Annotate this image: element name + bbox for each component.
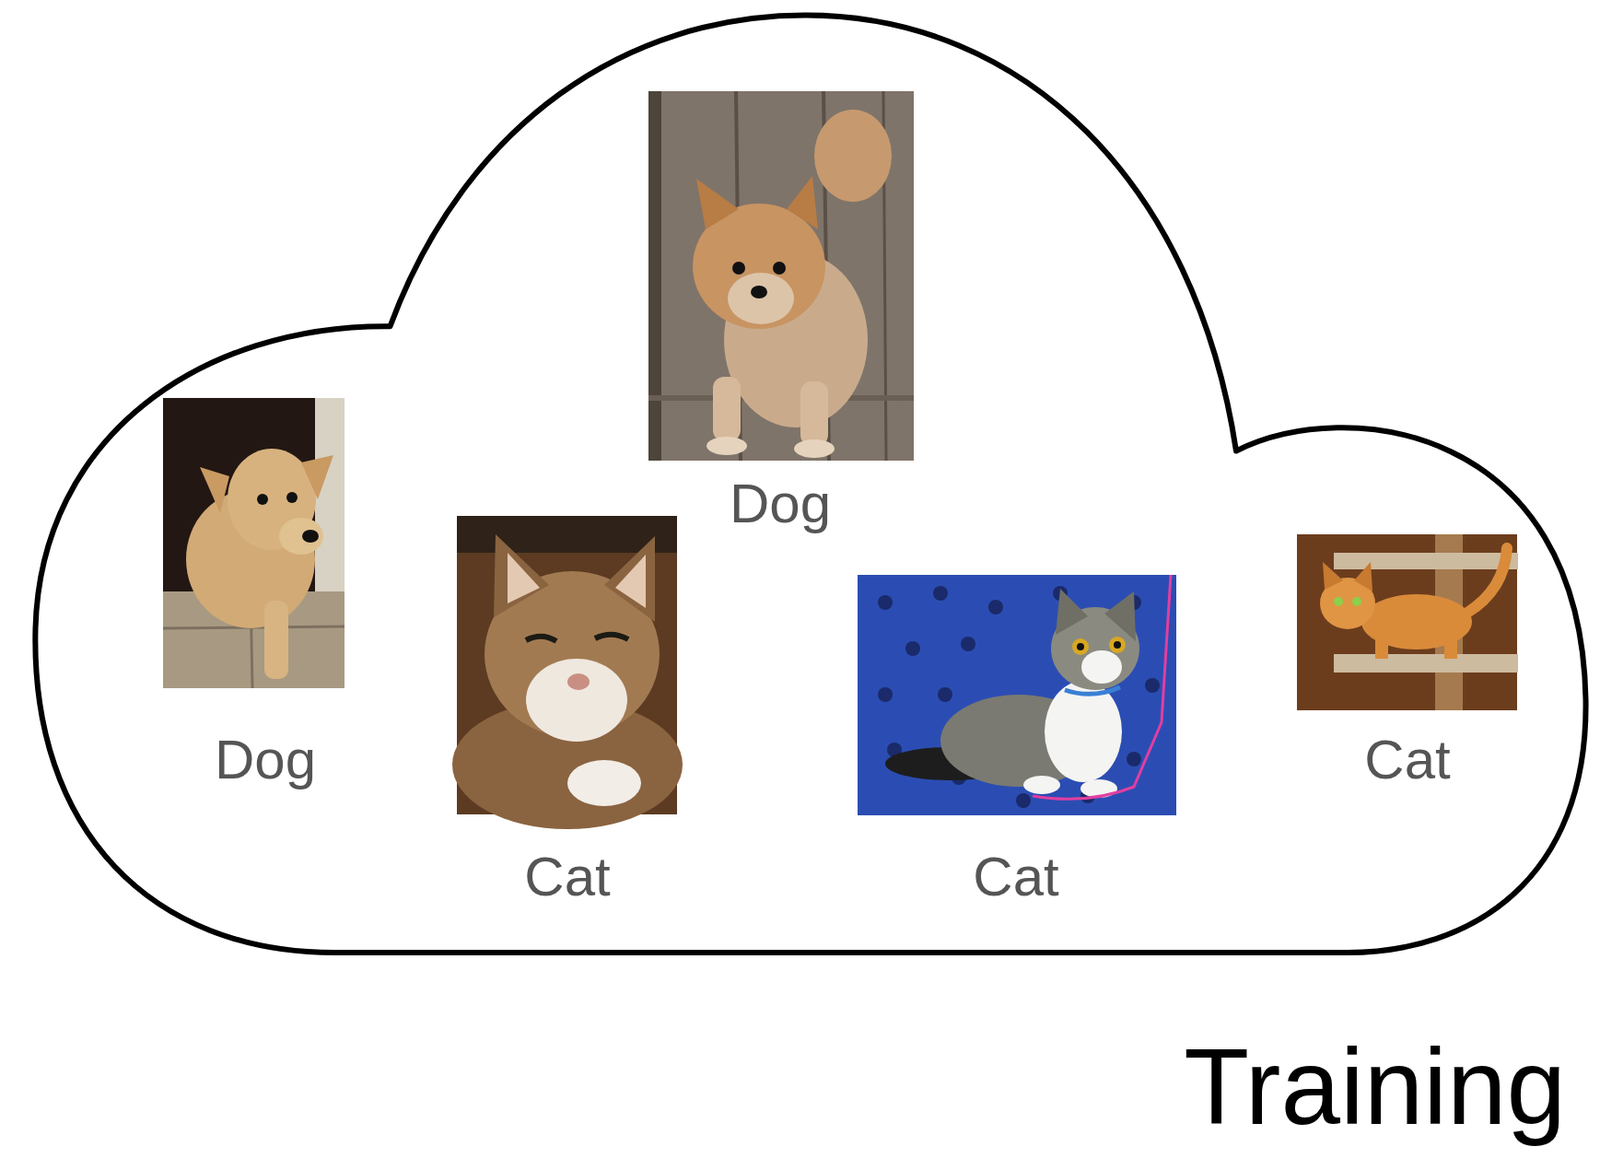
cat-photo [857,574,1177,816]
class-label: Cat [524,849,610,905]
diagram-heading: Training [1183,1033,1566,1141]
class-label: Cat [1364,732,1450,788]
cat-photo [452,515,683,830]
class-label: Cat [972,849,1059,905]
cat-photo [1296,534,1519,711]
dog-photo [648,91,914,461]
class-label: Dog [729,476,831,532]
class-label: Dog [214,732,316,788]
dog-photo [163,397,345,689]
cloud-border [35,15,1586,954]
